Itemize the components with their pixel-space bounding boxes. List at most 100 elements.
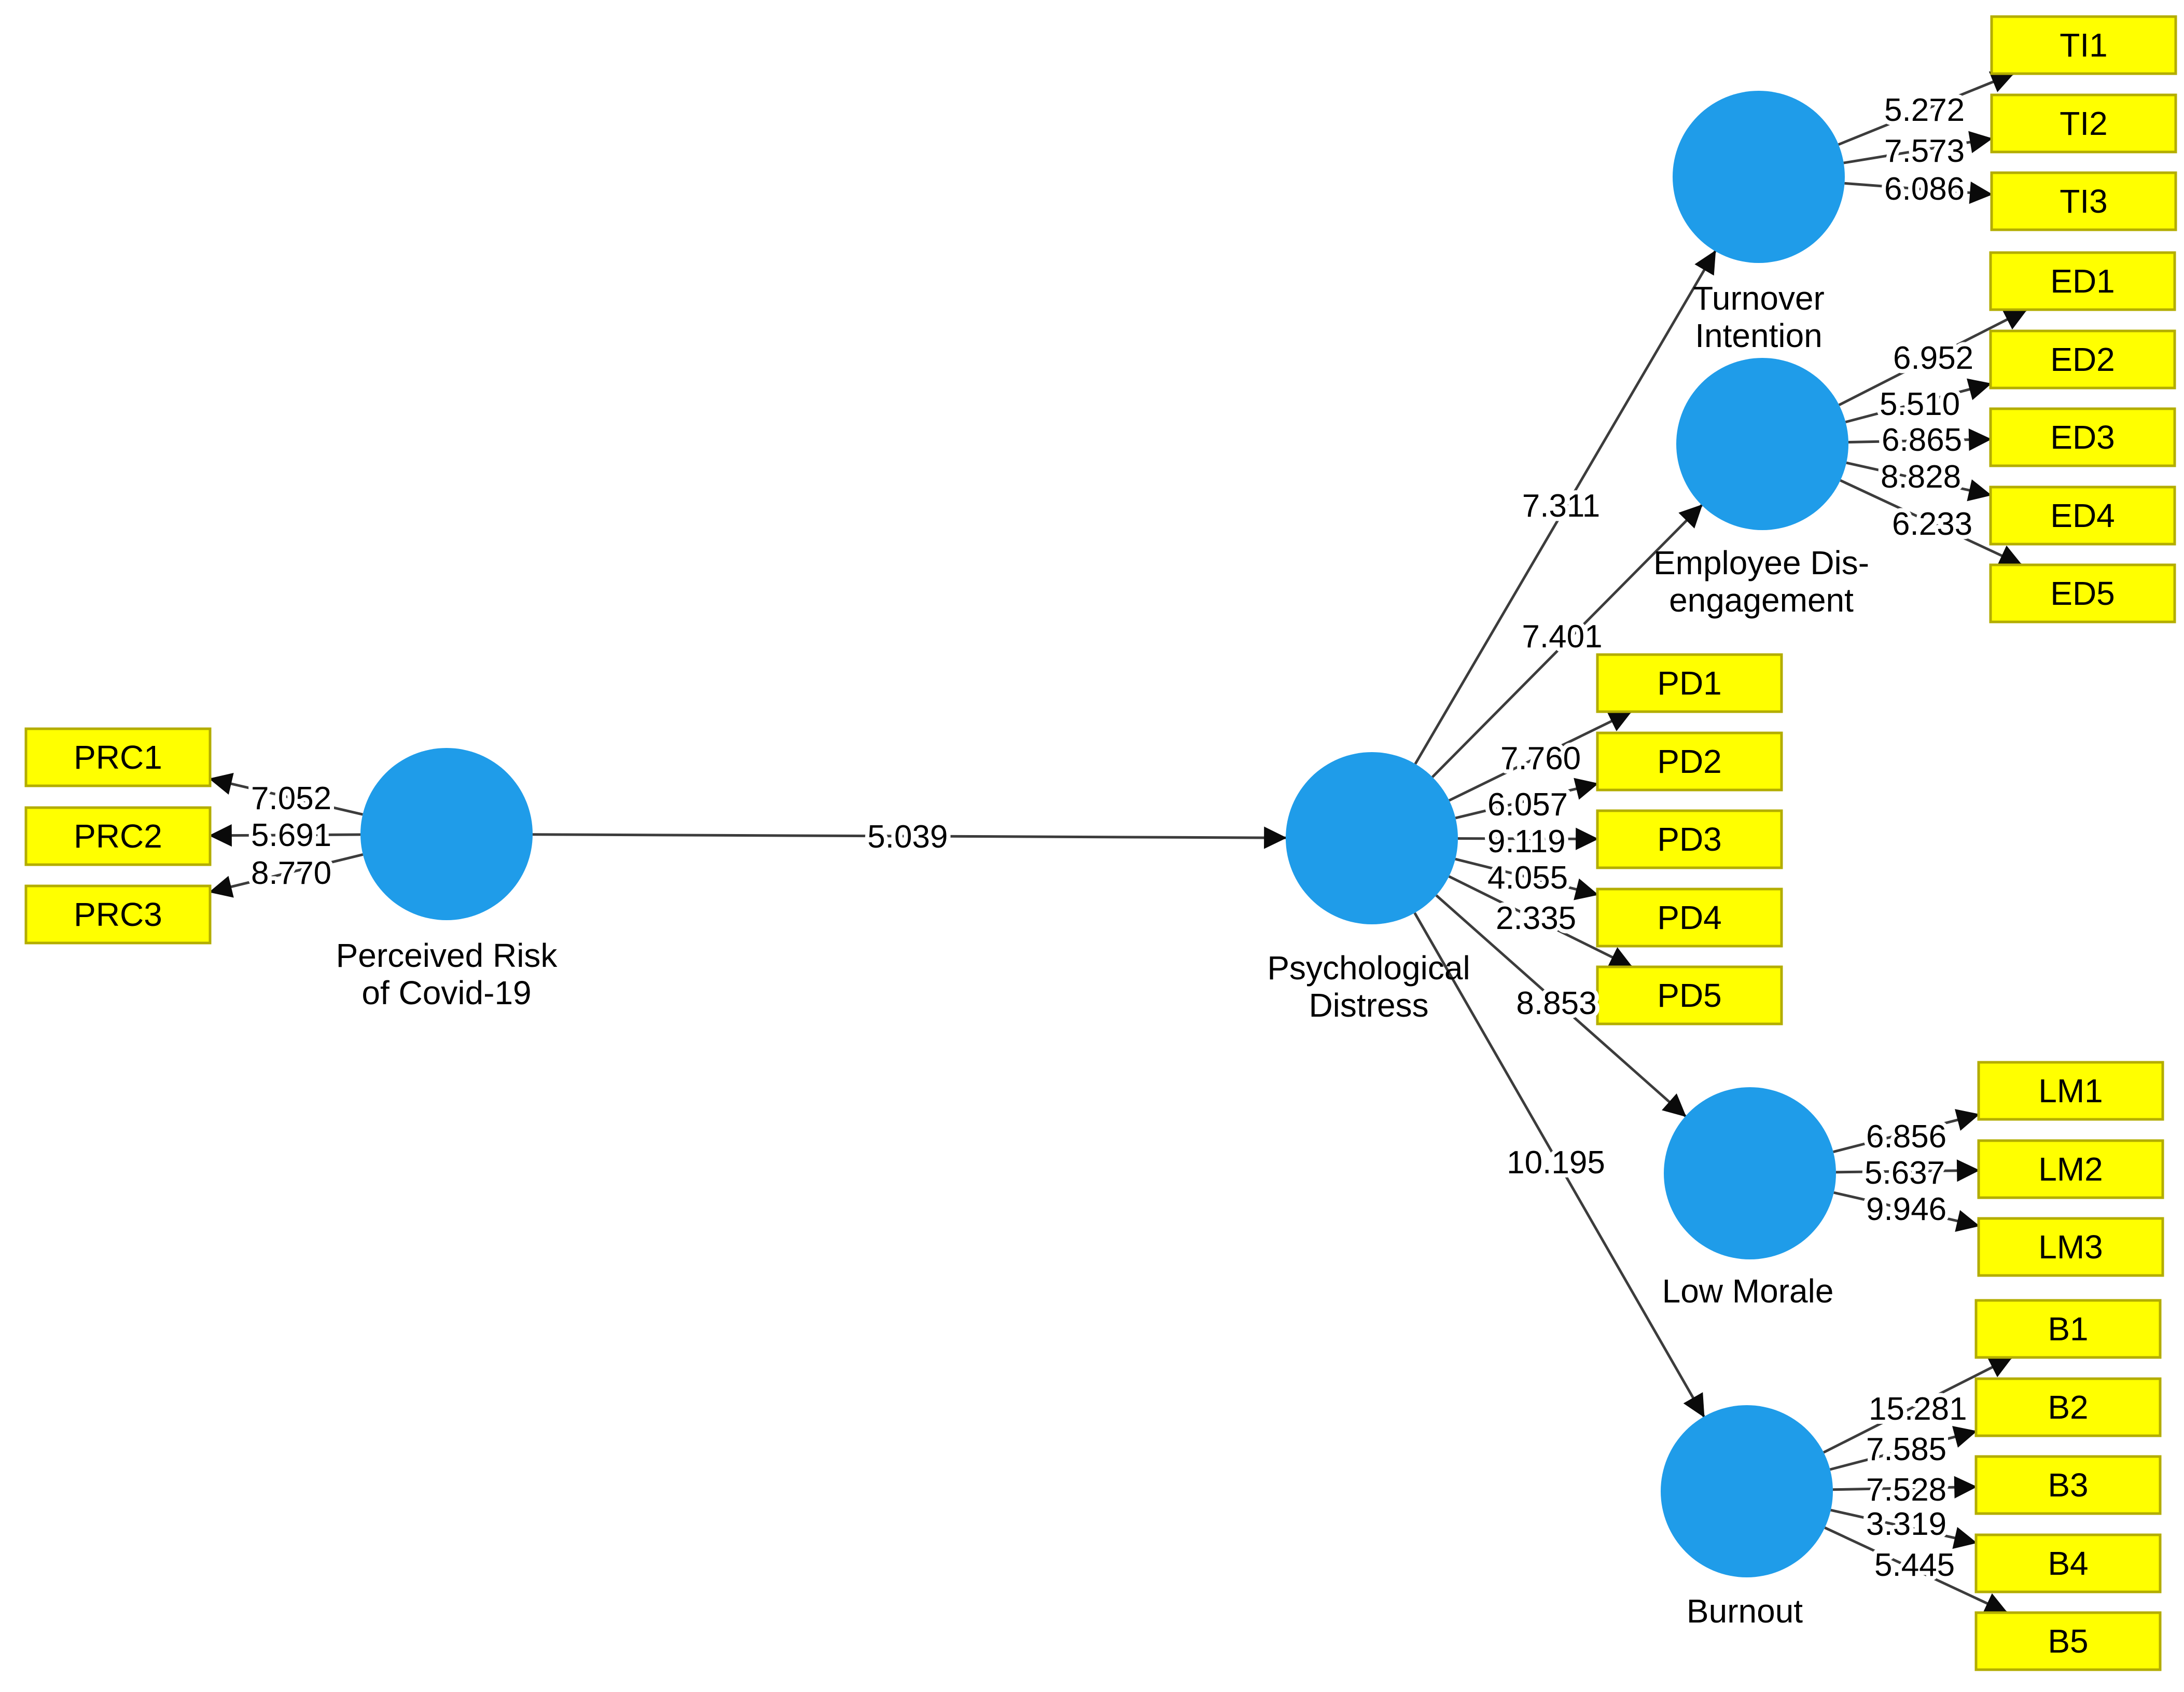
indicator-PRC2-box[interactable] <box>24 806 212 866</box>
structural-value-pd-b: 10.195 <box>1507 1145 1605 1181</box>
indicator-PRC1-box[interactable] <box>24 727 212 787</box>
indicator-B4-box[interactable] <box>1974 1533 2162 1593</box>
measurement-value-ti-TI2: 7.573 <box>1884 133 1965 169</box>
indicator-TI1-box[interactable] <box>1990 15 2177 75</box>
measurement-path-b-B2 <box>1829 1426 1978 1471</box>
measurement-path-prc-PRC2 <box>208 824 361 847</box>
indicator-ED4-box[interactable] <box>1989 486 2176 546</box>
indicator-LM3-box[interactable] <box>1977 1217 2164 1277</box>
measurement-path-pd-PD1 <box>1449 710 1632 802</box>
latent-prc-label: of Covid-19 <box>361 974 531 1011</box>
indicator-TI3-label: TI3 <box>2060 183 2107 220</box>
latent-pd-label: Distress <box>1309 987 1428 1024</box>
latent-lm-label: Low Morale <box>1662 1272 1834 1310</box>
measurement-value-lm-LM3: 9.946 <box>1866 1191 1946 1227</box>
measurement-path-pd-PD2 <box>1455 778 1599 820</box>
measurement-path-ed-ED5 <box>1840 479 2023 566</box>
measurement-path-b-B1 <box>1823 1356 2013 1454</box>
structural-path-pd-ti <box>1414 250 1717 765</box>
indicator-ED3-label: ED3 <box>2050 419 2115 456</box>
indicator-PD1-box[interactable] <box>1596 653 1783 713</box>
indicator-PD5-box[interactable] <box>1596 965 1783 1025</box>
indicator-PRC2-label: PRC2 <box>74 817 162 855</box>
measurement-path-b-B3 <box>1832 1476 1978 1499</box>
indicator-LM3-label: LM3 <box>2038 1228 2103 1266</box>
measurement-value-ed-ED5: 6.233 <box>1892 506 1972 542</box>
indicator-TI2-label: TI2 <box>2060 105 2107 142</box>
measurement-value-pd-PD5: 2.335 <box>1496 900 1576 936</box>
measurement-path-lm-LM1 <box>1833 1109 1980 1154</box>
measurement-value-b-B4: 3.319 <box>1866 1506 1946 1542</box>
indicator-PD1-label: PD1 <box>1657 664 1722 702</box>
latent-lm-node[interactable] <box>1664 1087 1836 1259</box>
indicator-B5-box[interactable] <box>1974 1611 2162 1671</box>
indicator-LM1-box[interactable] <box>1977 1061 2164 1121</box>
indicator-LM2-box[interactable] <box>1977 1139 2164 1199</box>
structural-path-prc-pd <box>532 826 1287 849</box>
indicator-PRC1-label: PRC1 <box>74 739 162 776</box>
measurement-value-b-B5: 5.445 <box>1874 1547 1955 1583</box>
measurement-path-ed-ED3 <box>1848 428 1992 451</box>
indicator-B4-label: B4 <box>2048 1545 2088 1582</box>
latent-pd-node[interactable] <box>1286 752 1458 924</box>
measurement-value-prc-PRC2: 5.691 <box>251 817 331 853</box>
indicator-LM1-label: LM1 <box>2038 1072 2103 1109</box>
indicator-PRC3-box[interactable] <box>24 884 212 945</box>
indicator-ED3-box[interactable] <box>1989 407 2176 467</box>
structural-value-pd-ed: 7.401 <box>1522 619 1602 655</box>
latent-b-node[interactable] <box>1661 1405 1833 1577</box>
latent-ti-label: Intention <box>1695 317 1823 354</box>
indicator-ED2-label: ED2 <box>2050 341 2115 378</box>
latent-ti-node[interactable] <box>1673 91 1845 263</box>
measurement-path-ti-TI3 <box>1844 182 1993 204</box>
measurement-value-pd-PD4: 4.055 <box>1487 860 1568 896</box>
measurement-path-lm-LM2 <box>1835 1159 1980 1182</box>
latent-ti-label: Turnover <box>1693 280 1825 317</box>
measurement-path-ed-ED2 <box>1845 378 1992 424</box>
indicator-ED1-box[interactable] <box>1989 251 2176 311</box>
measurement-value-ed-ED1: 6.952 <box>1893 340 1973 376</box>
indicator-B2-label: B2 <box>2048 1389 2088 1426</box>
indicator-ED2-box[interactable] <box>1989 329 2176 390</box>
measurement-path-ed-ED1 <box>1838 308 2028 406</box>
indicator-PD2-box[interactable] <box>1596 731 1783 792</box>
indicator-PD3-label: PD3 <box>1657 821 1722 858</box>
measurement-value-prc-PRC3: 8.770 <box>251 855 331 891</box>
structural-value-prc-pd: 5.039 <box>867 819 948 855</box>
indicator-B3-box[interactable] <box>1974 1455 2162 1515</box>
indicator-ED4-label: ED4 <box>2050 497 2115 534</box>
measurement-value-ed-ED3: 6.865 <box>1882 422 1962 458</box>
indicator-B2-box[interactable] <box>1974 1377 2162 1437</box>
measurement-path-prc-PRC1 <box>208 772 363 816</box>
indicator-PD4-box[interactable] <box>1596 887 1783 948</box>
indicator-TI1-label: TI1 <box>2060 26 2107 64</box>
measurement-value-ti-TI3: 6.086 <box>1884 171 1965 207</box>
indicator-LM2-label: LM2 <box>2038 1150 2103 1188</box>
measurement-value-b-B3: 7.528 <box>1866 1472 1946 1508</box>
indicator-TI3-box[interactable] <box>1990 171 2177 231</box>
indicator-PD5-label: PD5 <box>1657 977 1722 1014</box>
indicator-ED5-label: ED5 <box>2050 575 2115 612</box>
measurement-value-lm-LM1: 6.856 <box>1866 1119 1946 1155</box>
indicator-B1-box[interactable] <box>1974 1299 2162 1359</box>
measurement-path-b-B4 <box>1830 1508 1978 1549</box>
indicator-PRC3-label: PRC3 <box>74 896 162 933</box>
indicator-TI2-box[interactable] <box>1990 93 2177 154</box>
indicator-B1-label: B1 <box>2048 1310 2088 1348</box>
measurement-value-ti-TI1: 5.272 <box>1884 92 1965 128</box>
measurement-path-lm-LM3 <box>1833 1191 1980 1232</box>
measurement-value-pd-PD1: 7.760 <box>1500 741 1581 776</box>
latent-ed-node[interactable] <box>1676 358 1848 530</box>
measurement-value-pd-PD2: 6.057 <box>1487 787 1568 823</box>
latent-b-label: Burnout <box>1687 1592 1803 1630</box>
measurement-value-ed-ED4: 8.828 <box>1881 459 1961 495</box>
indicator-PD2-label: PD2 <box>1657 743 1722 780</box>
indicator-PD3-box[interactable] <box>1596 809 1783 869</box>
latent-pd-label: Psychological <box>1267 949 1470 987</box>
latent-prc-node[interactable] <box>360 748 533 920</box>
indicator-ED5-box[interactable] <box>1989 563 2176 623</box>
measurement-value-lm-LM2: 5.637 <box>1865 1155 1945 1191</box>
structural-value-pd-lm: 8.853 <box>1516 986 1596 1021</box>
